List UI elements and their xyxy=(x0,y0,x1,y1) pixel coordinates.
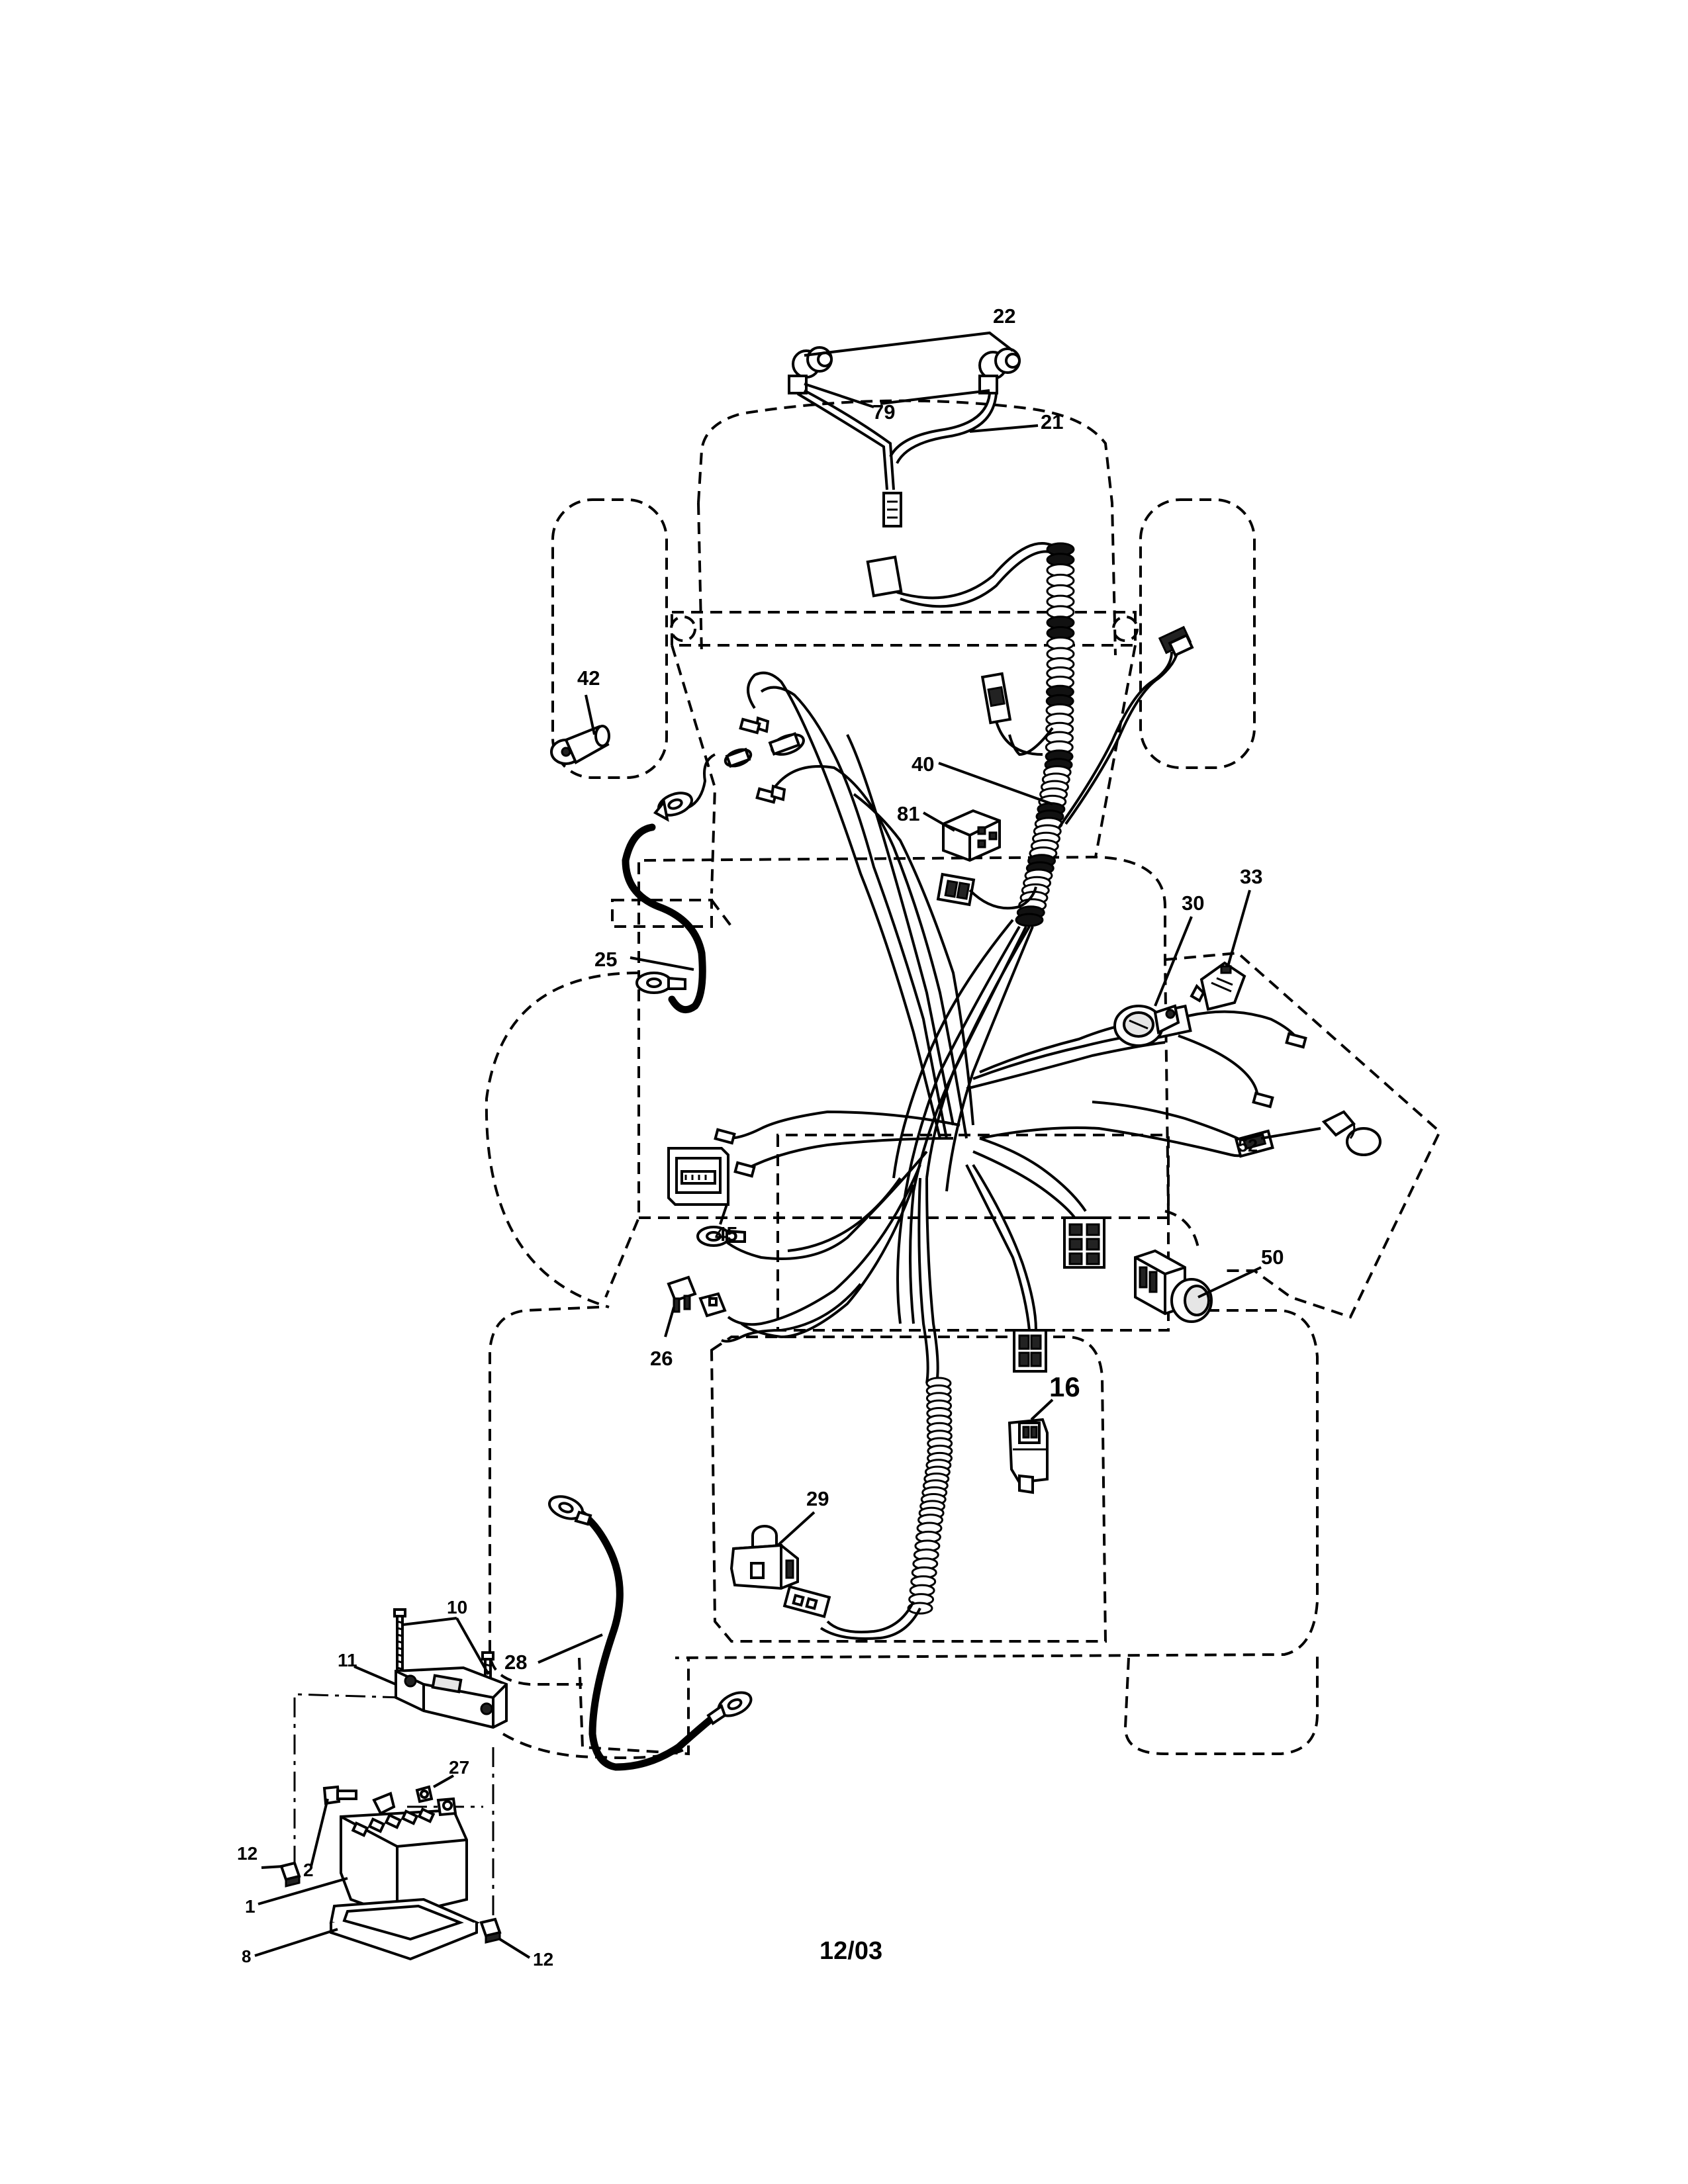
battery-hold-down-bracket xyxy=(395,1666,508,1729)
relay-connector xyxy=(936,872,1037,910)
terminal-nut xyxy=(415,1785,434,1803)
battery-cable-25 xyxy=(622,792,706,1014)
callout-2: 2 xyxy=(303,1860,314,1880)
callout-8: 8 xyxy=(242,1946,251,1966)
callout-16: 16 xyxy=(1049,1371,1080,1402)
callout-26: 26 xyxy=(650,1347,673,1370)
callout-52: 52 xyxy=(1238,1136,1258,1156)
callout-12-right: 12 xyxy=(533,1949,553,1970)
date-code: 12/03 xyxy=(820,1937,882,1965)
front-wheel-right xyxy=(1139,498,1256,769)
seat-switch xyxy=(1008,1418,1049,1494)
lamp-bulb xyxy=(1321,1110,1382,1156)
clip-left xyxy=(279,1861,301,1888)
callout-1: 1 xyxy=(245,1896,256,1917)
callout-45: 45 xyxy=(715,1222,737,1246)
terminal-bolt xyxy=(322,1785,357,1805)
battery xyxy=(340,1792,468,1918)
hour-meter xyxy=(667,1147,729,1206)
front-wheel-left xyxy=(551,498,668,779)
leader-lines xyxy=(254,331,1321,1959)
rear-wheel-left xyxy=(578,1657,690,1756)
mower-deck-outline xyxy=(485,972,639,1308)
relay xyxy=(942,809,1001,862)
callout-79: 79 xyxy=(872,400,895,424)
battery-cable-28 xyxy=(548,1495,753,1771)
callout-labels: 22 79 21 42 40 81 33 30 25 52 45 50 26 1… xyxy=(237,304,1284,1970)
callout-11: 11 xyxy=(338,1650,357,1670)
connector-6pin xyxy=(1063,1216,1105,1269)
body-outline xyxy=(637,855,1170,1212)
callout-81: 81 xyxy=(897,802,919,825)
headlight-bulb-right xyxy=(978,347,1021,394)
tractor-outline xyxy=(485,399,1442,1759)
clip-right xyxy=(479,1917,502,1944)
callout-22: 22 xyxy=(993,304,1015,328)
harness-terminals-top xyxy=(724,716,805,804)
callout-30: 30 xyxy=(1182,891,1204,915)
battery-tray xyxy=(329,1897,481,1961)
callout-12-left: 12 xyxy=(237,1843,258,1864)
loom-coil xyxy=(1015,913,1044,927)
harness-loom xyxy=(1015,542,1075,927)
callout-10: 10 xyxy=(447,1597,467,1617)
ignition-switch xyxy=(1113,1004,1180,1047)
rear-body-outline xyxy=(489,1306,600,1686)
callout-40: 40 xyxy=(912,752,934,776)
connector-lower xyxy=(782,1585,831,1618)
light-switch xyxy=(1190,961,1246,1011)
callout-42: 42 xyxy=(577,666,600,690)
callout-27: 27 xyxy=(449,1757,469,1778)
callout-50: 50 xyxy=(1261,1246,1284,1269)
battery-assembly xyxy=(279,1608,508,1961)
front-axle-outline xyxy=(671,611,1137,647)
terminal-boot xyxy=(550,725,610,765)
connector-4pin xyxy=(1013,1329,1047,1373)
pto-switch xyxy=(1134,1249,1213,1323)
main-wire-harness xyxy=(667,542,1307,1640)
callout-29: 29 xyxy=(806,1487,829,1510)
fuse-holder xyxy=(667,1275,727,1318)
harness-loom-lower xyxy=(907,1377,953,1615)
callout-33: 33 xyxy=(1240,865,1262,888)
rear-wheel-right xyxy=(1123,1655,1319,1755)
callout-25: 25 xyxy=(594,948,617,971)
headlight-assembly xyxy=(788,346,1021,527)
callout-21: 21 xyxy=(1041,410,1063,433)
callout-28: 28 xyxy=(504,1651,527,1674)
interlock-switch xyxy=(729,1525,799,1590)
ring-terminal-45 xyxy=(696,1226,746,1247)
